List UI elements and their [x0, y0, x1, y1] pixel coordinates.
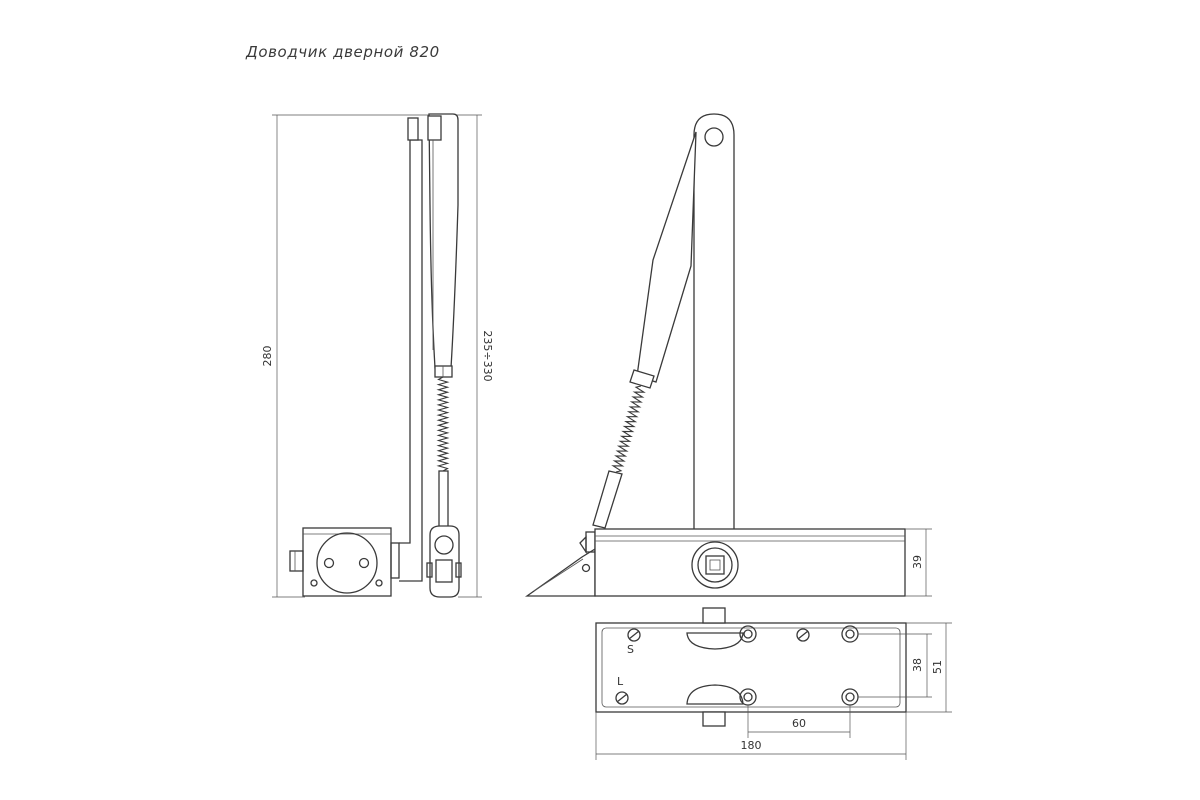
adjust-nut-front: [629, 369, 655, 389]
forearm-pivot: [427, 115, 442, 141]
bottom-view: S L 38 51 60 180: [595, 607, 952, 760]
pinion-square: [705, 555, 725, 575]
threaded-rod-front: [611, 385, 646, 473]
pinion-top-stub: [702, 607, 726, 624]
threaded-rod-side: [436, 376, 450, 472]
boss-hole-left: [323, 557, 335, 569]
valve-screw-s: [627, 628, 641, 642]
pinion-cap-inner: [697, 547, 733, 583]
boss-bottom: [686, 684, 744, 705]
main-arm-front: [693, 113, 735, 531]
shaft-stub: [390, 542, 400, 579]
dim-39-label: 39: [911, 555, 924, 569]
dim-range-label: 235÷330: [481, 330, 494, 381]
rod-plain-side: [438, 470, 449, 530]
drawing-title: Доводчик дверной 820: [245, 43, 440, 61]
label-s: S: [627, 643, 634, 656]
pinion-cap-outer: [691, 541, 739, 589]
dim-60-label: 60: [792, 717, 806, 730]
mount-hole-right: [375, 579, 383, 587]
body-front: [594, 528, 906, 597]
dim-280-label: 280: [261, 346, 274, 367]
arm-pivot-block: [407, 117, 419, 141]
pinion-boss: [316, 532, 378, 594]
boss-hole-right: [358, 557, 370, 569]
mount-hole-1: [739, 625, 757, 643]
forearm-front: [636, 131, 697, 383]
dim-180-label: 180: [741, 739, 762, 752]
front-view: 39: [524, 113, 932, 597]
side-view: 280 235÷330: [261, 113, 494, 598]
adjust-nut-side: [434, 365, 453, 378]
main-arm-side: [399, 139, 423, 582]
valve-stub-left: [289, 550, 304, 572]
rod-plain-front: [592, 470, 623, 529]
label-l: L: [617, 675, 624, 688]
pinion-bottom-stub: [702, 711, 726, 727]
dim-51-label: 51: [931, 660, 944, 674]
arm-pivot-hole: [704, 127, 724, 147]
mount-hole-left: [310, 579, 318, 587]
dim-38-label: 38: [911, 658, 924, 672]
bracket-screw: [581, 563, 591, 573]
valve-screw-3: [796, 628, 810, 642]
valve-screw-l: [615, 691, 629, 705]
bracket-pin: [434, 535, 454, 555]
forearm-side: [428, 113, 459, 369]
